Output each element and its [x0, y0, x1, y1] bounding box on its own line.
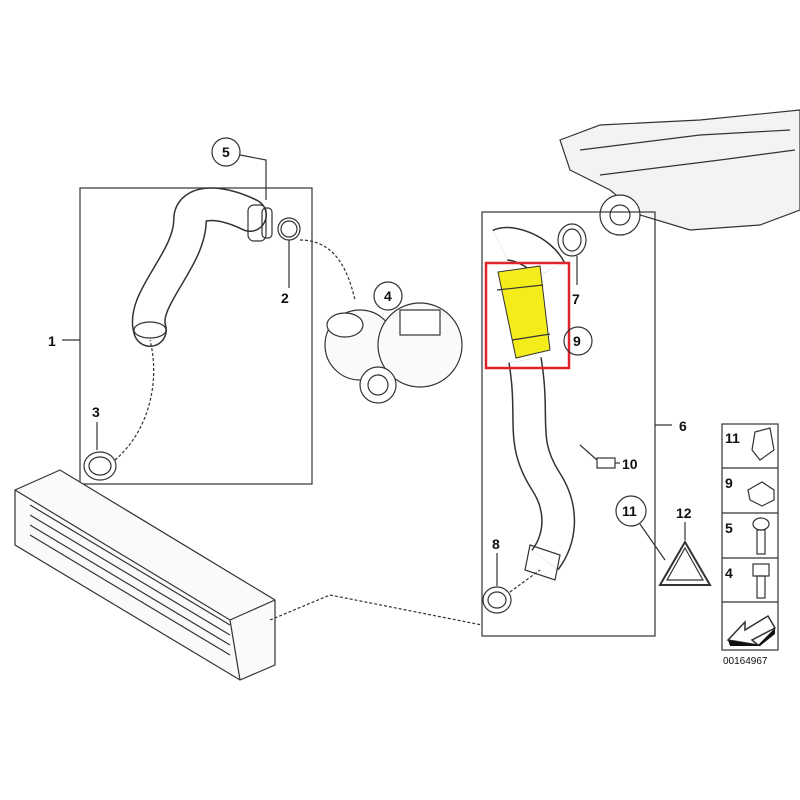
callout-3: 3 [92, 404, 100, 420]
engine-intake-manifold [559, 109, 800, 236]
seal-ring-8 [482, 586, 512, 614]
sensor-10 [579, 444, 616, 469]
clip-icon [751, 427, 775, 461]
callout-5-circle [211, 137, 241, 167]
seal-ring-3 [83, 451, 117, 481]
highlight-box [484, 261, 571, 370]
bolt-icon [752, 517, 770, 555]
callout-11: 11 [622, 503, 637, 519]
callout-4-circle [373, 281, 403, 311]
warning-triangle-icon [658, 540, 712, 586]
group-box-1 [79, 187, 313, 485]
callout-9: 9 [573, 333, 581, 349]
callout-1: 1 [48, 333, 56, 349]
hex-bolt-icon [752, 563, 770, 599]
seal-ring-7 [557, 223, 587, 257]
callout-7: 7 [572, 291, 580, 307]
turbocharger [299, 239, 463, 404]
callout-5: 5 [222, 144, 230, 160]
arrow-icon [726, 614, 777, 647]
callout-11-circle [615, 495, 647, 527]
nut-clip-icon [747, 481, 775, 507]
legend-label-4: 4 [725, 565, 733, 581]
callout-10: 10 [622, 456, 638, 472]
callout-2: 2 [281, 290, 289, 306]
intercooler [14, 469, 276, 681]
callout-9-circle [563, 326, 593, 356]
diagram-number: 00164967 [723, 656, 768, 667]
callout-6: 6 [679, 418, 687, 434]
hardware-legend: 11 9 5 4 [721, 423, 779, 651]
legend-label-9: 9 [725, 475, 733, 491]
legend-label-11: 11 [725, 430, 740, 446]
charge-air-pipe-right [492, 226, 576, 581]
callout-4: 4 [384, 288, 392, 304]
callout-12: 12 [676, 505, 692, 521]
callout-8: 8 [492, 536, 500, 552]
group-box-6 [481, 211, 656, 637]
legend-label-5: 5 [725, 520, 733, 536]
charge-air-hose-left [131, 187, 273, 347]
highlighted-hose-9 [484, 261, 571, 370]
